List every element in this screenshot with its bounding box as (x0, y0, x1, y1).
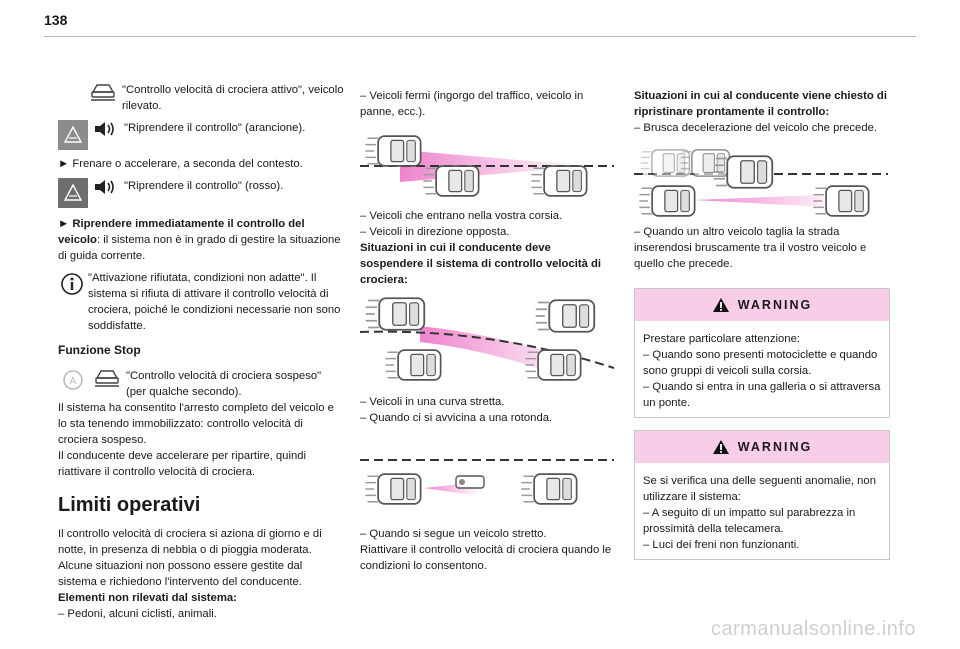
warning-header: WARNING (635, 431, 889, 463)
text-suspend-title: Situazioni in cui il conducente deve sos… (360, 242, 602, 286)
block-take-control-red: "Riprendere il controllo" (rosso). (58, 178, 344, 208)
warning-box-1: WARNING Prestare particolare attenzione:… (634, 288, 890, 418)
figure-narrow-vehicle (360, 446, 614, 520)
text-take-control-red: "Riprendere il controllo" (rosso). (124, 180, 284, 192)
sound-icon (92, 120, 118, 138)
text-oncoming: – Veicoli in direzione opposta. (360, 226, 510, 238)
warning-title: WARNING (737, 298, 813, 312)
figure-sharp-curve (360, 296, 614, 388)
acc-grayed-icon: A (58, 368, 88, 392)
text-vehicle-cuts-in: – Quando un altro veicolo taglia la stra… (634, 226, 867, 270)
warning-triangle-icon (712, 439, 730, 455)
warning-body: Prestare particolare attenzione: – Quand… (643, 333, 881, 409)
info-icon (58, 270, 86, 298)
column-2: – Veicoli fermi (ingorgo del traffico, v… (360, 88, 614, 574)
warning-box-2: WARNING Se si verifica una delle seguent… (634, 430, 890, 560)
text-roundabout: – Quando ci si avvicina a una rotonda. (360, 412, 553, 424)
text-vehicles-entering: – Veicoli che entrano nella vostra corsi… (360, 210, 563, 222)
block-cruise-suspended: A "Controllo velocità di crociera sospes… (58, 368, 344, 400)
block-cruise-active: "Controllo velocità di crociera attivo",… (88, 82, 344, 114)
text-sudden-deceleration: – Brusca decelerazione del veicolo che p… (634, 122, 878, 134)
text-retake-control: ► Riprendere immediatamente il controllo… (58, 218, 341, 262)
stop-function-title: Funzione Stop (58, 343, 141, 357)
text-reactivate: Riattivare il controllo velocità di croc… (360, 544, 612, 572)
text-accelerate-restart: Il conducente deve accelerare per ripart… (58, 450, 307, 478)
warning-body: Se si verifica una delle seguenti anomal… (643, 475, 876, 551)
text-cruise-active: "Controllo velocità di crociera attivo",… (122, 84, 344, 112)
sound-icon (92, 178, 118, 196)
text-day-night: Il controllo velocità di crociera si azi… (58, 528, 322, 556)
column-3: Situazioni in cui al conducente viene ch… (634, 88, 890, 560)
watermark: carmanualsonline.info (710, 618, 916, 640)
figure-stationary-traffic (360, 128, 614, 202)
warning-triangle-icon (712, 297, 730, 313)
car-ahead-icon (92, 368, 122, 388)
text-not-detected-title: Elementi non rilevati dal sistema: (58, 592, 237, 604)
column-1: "Controllo velocità di crociera attivo",… (58, 82, 344, 622)
text-narrow-vehicle: – Quando si segue un veicolo stretto. (360, 528, 547, 540)
alert-gray-icon (58, 178, 88, 208)
text-brake-or-accelerate: ► Frenare o accelerare, a seconda del co… (58, 158, 303, 170)
section-title-limits: Limiti operativi (58, 494, 201, 516)
top-divider (44, 36, 916, 37)
figure-cut-in (634, 144, 888, 218)
warning-title: WARNING (737, 440, 813, 454)
alert-gray-icon (58, 120, 88, 150)
text-regain-title: Situazioni in cui al conducente viene ch… (634, 90, 887, 118)
block-take-control-orange: "Riprendere il controllo" (arancione). (58, 120, 344, 150)
warning-header: WARNING (635, 289, 889, 321)
text-take-control-orange: "Riprendere il controllo" (arancione). (124, 122, 306, 134)
svg-text:A: A (70, 376, 77, 387)
text-situations: Alcune situazioni non possono essere ges… (58, 560, 303, 588)
motorcycle-icon (455, 475, 485, 489)
text-pedestrians: – Pedoni, alcuni ciclisti, animali. (58, 608, 217, 620)
text-sharp-curve: – Veicoli in una curva stretta. (360, 396, 505, 408)
page-number: 138 (44, 12, 68, 28)
text-full-stop: Il sistema ha consentito l'arresto compl… (58, 402, 334, 446)
text-stationary-vehicles: – Veicoli fermi (ingorgo del traffico, v… (360, 90, 584, 118)
text-cruise-suspended: "Controllo velocità di crociera sospeso"… (126, 370, 322, 398)
text-activation-refused: "Attivazione rifiutata, condizioni non a… (88, 272, 341, 332)
car-ahead-icon (88, 82, 118, 102)
block-activation-refused: "Attivazione rifiutata, condizioni non a… (58, 270, 344, 334)
